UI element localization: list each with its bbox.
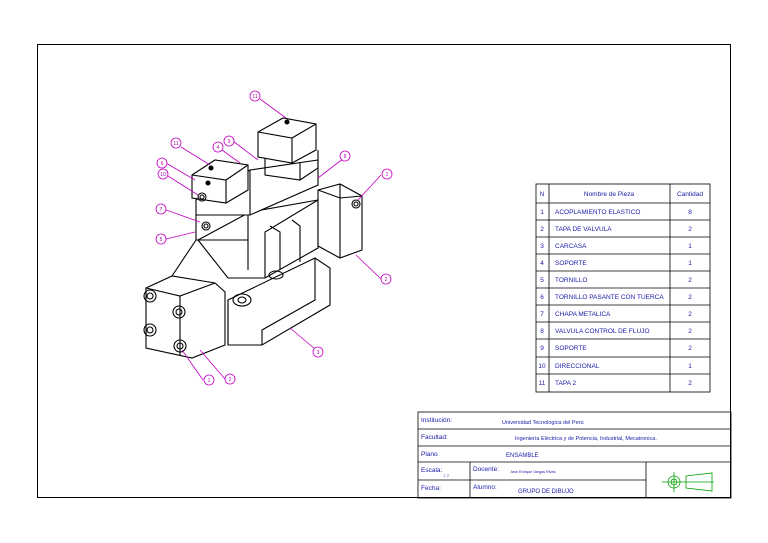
svg-text:7: 7 xyxy=(540,311,544,318)
svg-text:2: 2 xyxy=(688,294,692,301)
svg-text:2: 2 xyxy=(688,380,692,387)
balloon-11-top: 11 xyxy=(249,90,261,102)
balloon-5: 5 xyxy=(155,233,167,245)
balloon-2-bottom: 2 xyxy=(224,373,236,385)
bom-text: N Nombre de Pieza Cantidad 1 ACOPLAMIENT… xyxy=(538,191,703,387)
svg-text:1: 1 xyxy=(540,209,544,216)
balloon-1-bottom: 1 xyxy=(203,374,215,386)
facultad-label: Facultad: xyxy=(421,434,448,441)
svg-text:5: 5 xyxy=(160,237,163,243)
svg-text:2: 2 xyxy=(385,277,388,283)
svg-text:7: 7 xyxy=(160,207,163,213)
svg-text:CARCASA: CARCASA xyxy=(555,243,587,250)
svg-text:2: 2 xyxy=(688,311,692,318)
svg-text:4: 4 xyxy=(540,260,544,267)
svg-text:CHAPA METALICA: CHAPA METALICA xyxy=(555,311,611,318)
balloon-9: 9 xyxy=(223,135,235,147)
svg-text:2: 2 xyxy=(540,226,544,233)
plano-value: ENSAMBLE xyxy=(506,453,539,459)
svg-text:8: 8 xyxy=(688,209,692,216)
svg-text:8: 8 xyxy=(540,328,544,335)
balloon-3: 3 xyxy=(312,346,324,358)
svg-text:6: 6 xyxy=(161,161,164,167)
svg-text:10: 10 xyxy=(160,172,166,178)
svg-text:ACOPLAMIENTO ELASTICO: ACOPLAMIENTO ELASTICO xyxy=(555,209,640,216)
bom-header-n: N xyxy=(540,191,545,198)
svg-text:3: 3 xyxy=(540,243,544,250)
svg-text:TORNILLO: TORNILLO xyxy=(555,277,587,284)
title-block xyxy=(417,411,732,499)
svg-text:2: 2 xyxy=(688,277,692,284)
facultad-value: Ingeniería Eléctrica y de Potencia, Indu… xyxy=(515,436,657,442)
svg-text:5: 5 xyxy=(540,277,544,284)
institucion-label: Institución: xyxy=(421,417,452,424)
svg-text:2: 2 xyxy=(688,226,692,233)
docente-value: Jose Enrique Vargas Rivas xyxy=(510,470,556,474)
svg-text:2: 2 xyxy=(229,377,232,383)
leader-lines xyxy=(165,98,382,381)
balloon-10: 10 xyxy=(157,168,169,180)
svg-text:11: 11 xyxy=(252,94,257,100)
plano-label: Plano xyxy=(421,451,438,458)
escala-label: Escala: xyxy=(421,467,443,474)
title-block-text: Institución: Universidad Tecnologica del… xyxy=(421,417,657,495)
alumno-value: GRUPO DE DIBUJO xyxy=(518,489,574,495)
svg-text:10: 10 xyxy=(538,363,546,370)
drawing-sheet-border xyxy=(37,44,731,498)
balloon-6: 6 xyxy=(156,157,168,169)
escala-value: 1:2 xyxy=(443,473,450,478)
svg-text:TAPA DE VALVULA: TAPA DE VALVULA xyxy=(555,226,612,233)
svg-text:1: 1 xyxy=(688,243,692,250)
svg-text:DIRECCIONAL: DIRECCIONAL xyxy=(555,363,600,370)
svg-text:SOPORTE: SOPORTE xyxy=(555,345,587,352)
bom-header-qty: Cantidad xyxy=(677,191,703,198)
svg-text:4: 4 xyxy=(217,145,220,151)
svg-text:3: 3 xyxy=(317,350,320,356)
svg-text:6: 6 xyxy=(540,294,544,301)
svg-text:2: 2 xyxy=(688,328,692,335)
svg-text:1: 1 xyxy=(688,363,692,370)
svg-text:2: 2 xyxy=(688,345,692,352)
docente-label: Docente: xyxy=(473,466,499,473)
svg-text:11: 11 xyxy=(173,141,178,147)
assembly-drawing xyxy=(143,117,363,359)
svg-text:TORNILLO PASANTE CON TUERCA: TORNILLO PASANTE CON TUERCA xyxy=(555,294,664,301)
balloon-4: 4 xyxy=(212,141,224,153)
svg-text:SOPORTE: SOPORTE xyxy=(555,260,587,267)
svg-text:1: 1 xyxy=(208,378,211,384)
svg-text:8: 8 xyxy=(344,154,347,160)
svg-text:1: 1 xyxy=(386,172,389,178)
balloon-2-right: 2 xyxy=(380,273,392,285)
bom-table xyxy=(535,183,711,393)
svg-text:VALVULA CONTROL DE FLUJO: VALVULA CONTROL DE FLUJO xyxy=(555,328,650,335)
svg-text:9: 9 xyxy=(540,345,544,352)
svg-text:11: 11 xyxy=(539,380,546,387)
projection-symbol-icon xyxy=(662,472,714,492)
alumno-label: Alumno: xyxy=(473,484,497,491)
svg-text:1: 1 xyxy=(688,260,692,267)
fecha-label: Fecha: xyxy=(421,485,441,492)
svg-text:TAPA 2: TAPA 2 xyxy=(555,380,576,387)
balloon-8: 8 xyxy=(339,150,351,162)
institucion-value: Universidad Tecnologica del Perú xyxy=(502,420,584,426)
svg-text:9: 9 xyxy=(228,139,231,145)
balloon-1-right: 1 xyxy=(381,168,393,180)
part-balloons: 11 11 4 9 8 6 10 7 5 1 2 3 1 2 xyxy=(155,90,393,386)
balloon-11: 11 xyxy=(170,137,182,149)
bom-header-name: Nombre de Pieza xyxy=(584,191,635,198)
balloon-7: 7 xyxy=(155,203,167,215)
